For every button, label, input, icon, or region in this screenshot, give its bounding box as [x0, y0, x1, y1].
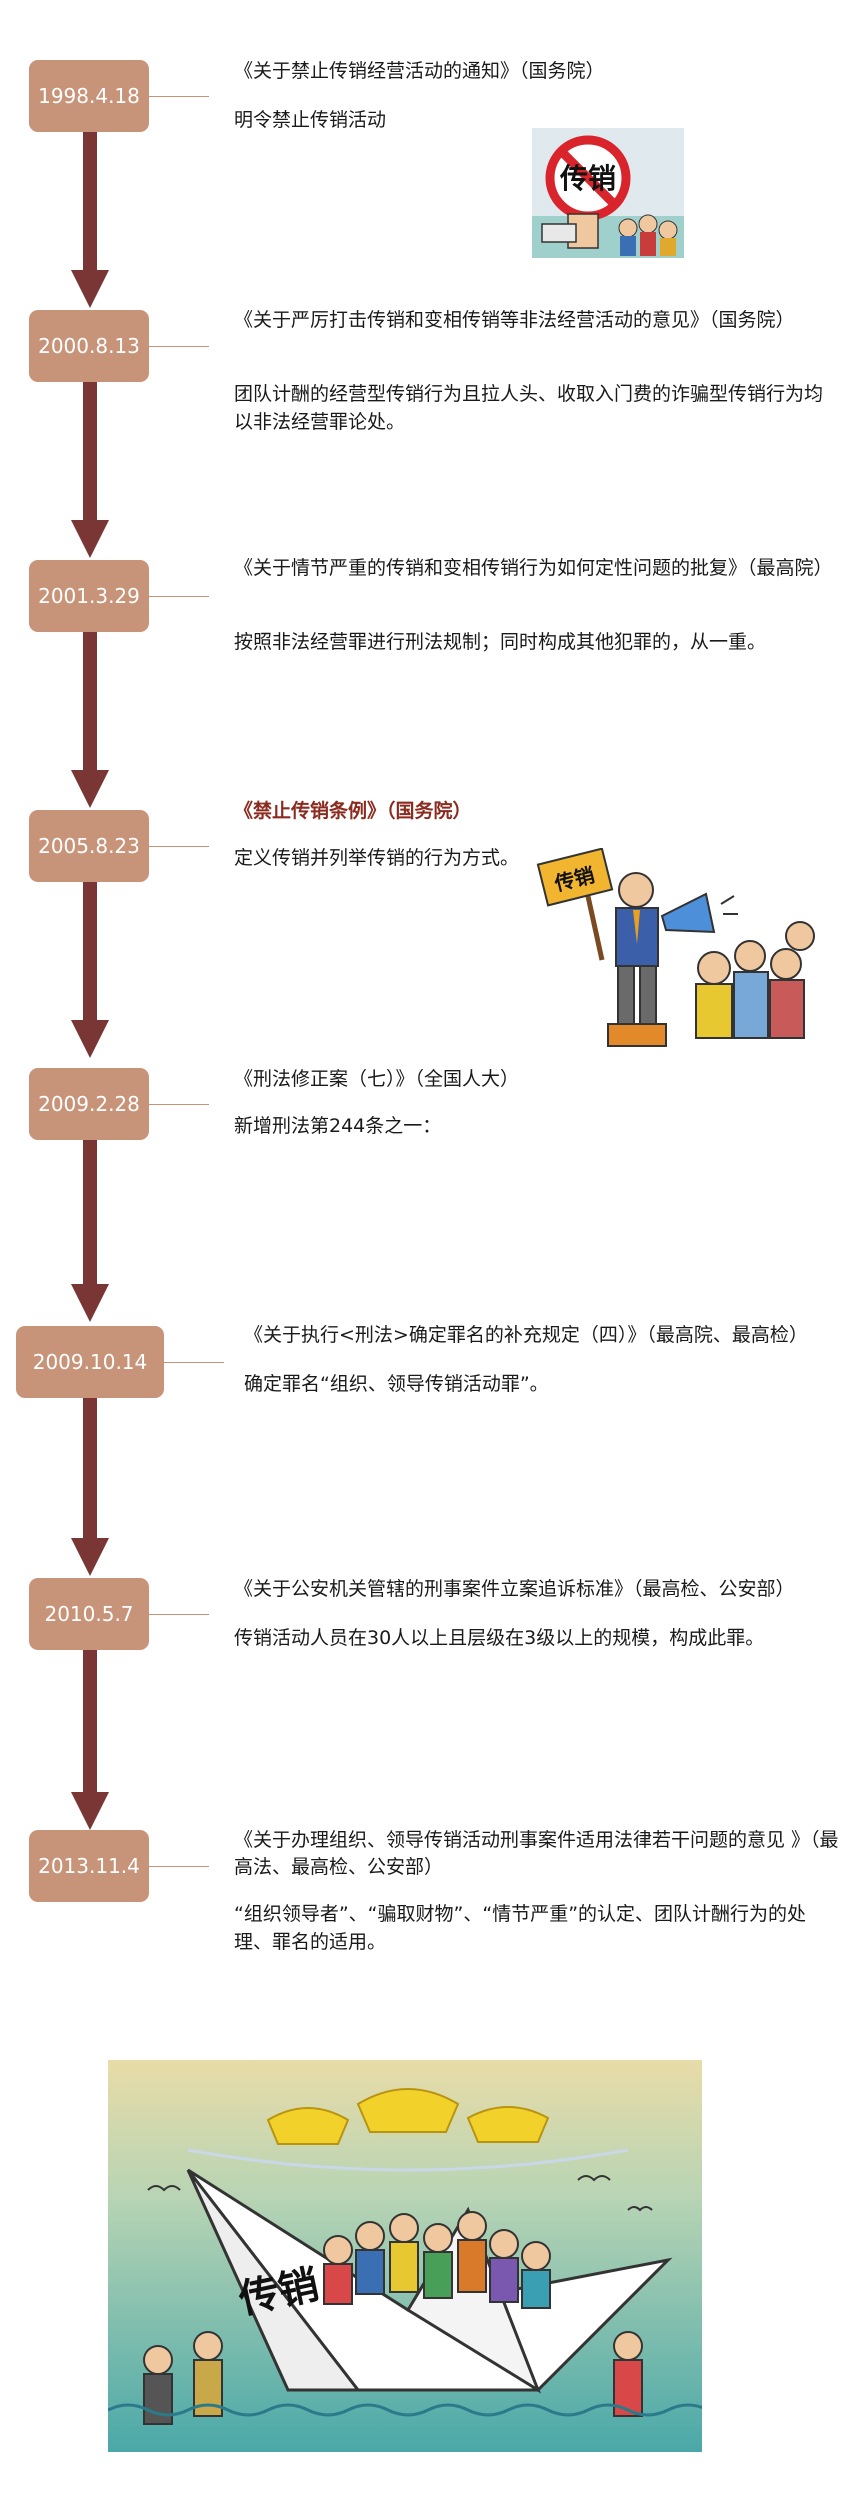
connector	[164, 1362, 224, 1363]
timeline-arrow	[71, 382, 109, 558]
item-desc-2005: 定义传销并列举传销的行为方式。	[234, 847, 520, 869]
connector	[149, 1104, 209, 1105]
item-title-2013: 《关于办理组织、领导传销活动刑事案件适用法律若干问题的意见 》（最高法、最高检、…	[234, 1829, 839, 1878]
item-title-2005: 《禁止传销条例》（国务院）	[234, 800, 472, 822]
connector	[149, 846, 209, 847]
connector	[149, 96, 209, 97]
item-desc-2009-10: 确定罪名“组织、领导传销活动罪”。	[244, 1373, 549, 1395]
item-desc-2009-2: 新增刑法第244条之一：	[234, 1115, 442, 1137]
megaphone-recruiter-illustration: 传销	[536, 848, 816, 1060]
connector	[149, 346, 209, 347]
timeline-arrow	[71, 132, 109, 308]
date-box-2009-10: 2009.10.14	[16, 1326, 164, 1398]
connector	[149, 1614, 209, 1615]
connector	[149, 596, 209, 597]
date-box-2013: 2013.11.4	[29, 1830, 149, 1902]
date-box-2001: 2001.3.29	[29, 560, 149, 632]
item-desc-2010: 传销活动人员在30人以上且层级在3级以上的规模，构成此罪。	[234, 1627, 765, 1649]
timeline-arrow	[71, 1140, 109, 1322]
item-title-2001: 《关于情节严重的传销和变相传销行为如何定性问题的批复》（最高院）	[234, 557, 833, 579]
item-title-2000: 《关于严厉打击传销和变相传销等非法经营活动的意见》（国务院）	[234, 309, 795, 331]
item-desc-2013: “组织领导者”、“骗取财物”、“情节严重”的认定、团队计酬行为的处理、罪名的适用…	[234, 1903, 807, 1953]
item-title-1998: 《关于禁止传销经营活动的通知》（国务院）	[234, 60, 605, 82]
item-title-2009-10: 《关于执行<刑法>确定罪名的补充规定（四）》（最高院、最高检）	[244, 1324, 808, 1346]
item-desc-1998: 明令禁止传销活动	[234, 109, 387, 131]
date-box-2010: 2010.5.7	[29, 1578, 149, 1650]
timeline-arrow	[71, 1398, 109, 1576]
no-pyramid-sign-illustration: 传销	[532, 128, 684, 258]
item-title-2009-2: 《刑法修正案（七）》（全国人大）	[234, 1068, 520, 1090]
date-box-2009-2: 2009.2.28	[29, 1068, 149, 1140]
item-desc-2001: 按照非法经营罪进行刑法规制；同时构成其他犯罪的，从一重。	[234, 631, 767, 653]
timeline-arrow	[71, 632, 109, 808]
date-box-2005: 2005.8.23	[29, 810, 149, 882]
date-box-1998: 1998.4.18	[29, 60, 149, 132]
sign-text: 传销	[559, 162, 616, 195]
connector	[149, 1866, 209, 1867]
item-desc-2000: 团队计酬的经营型传销行为且拉人头、收取入门费的诈骗型传销行为均以非法经营罪论处。	[234, 383, 824, 433]
paper-boat-illustration: 传销	[108, 2060, 702, 2452]
timeline-arrow	[71, 882, 109, 1058]
item-title-2010: 《关于公安机关管辖的刑事案件立案追诉标准》（最高检、公安部）	[234, 1578, 795, 1600]
timeline-arrow	[71, 1650, 109, 1830]
date-box-2000: 2000.8.13	[29, 310, 149, 382]
